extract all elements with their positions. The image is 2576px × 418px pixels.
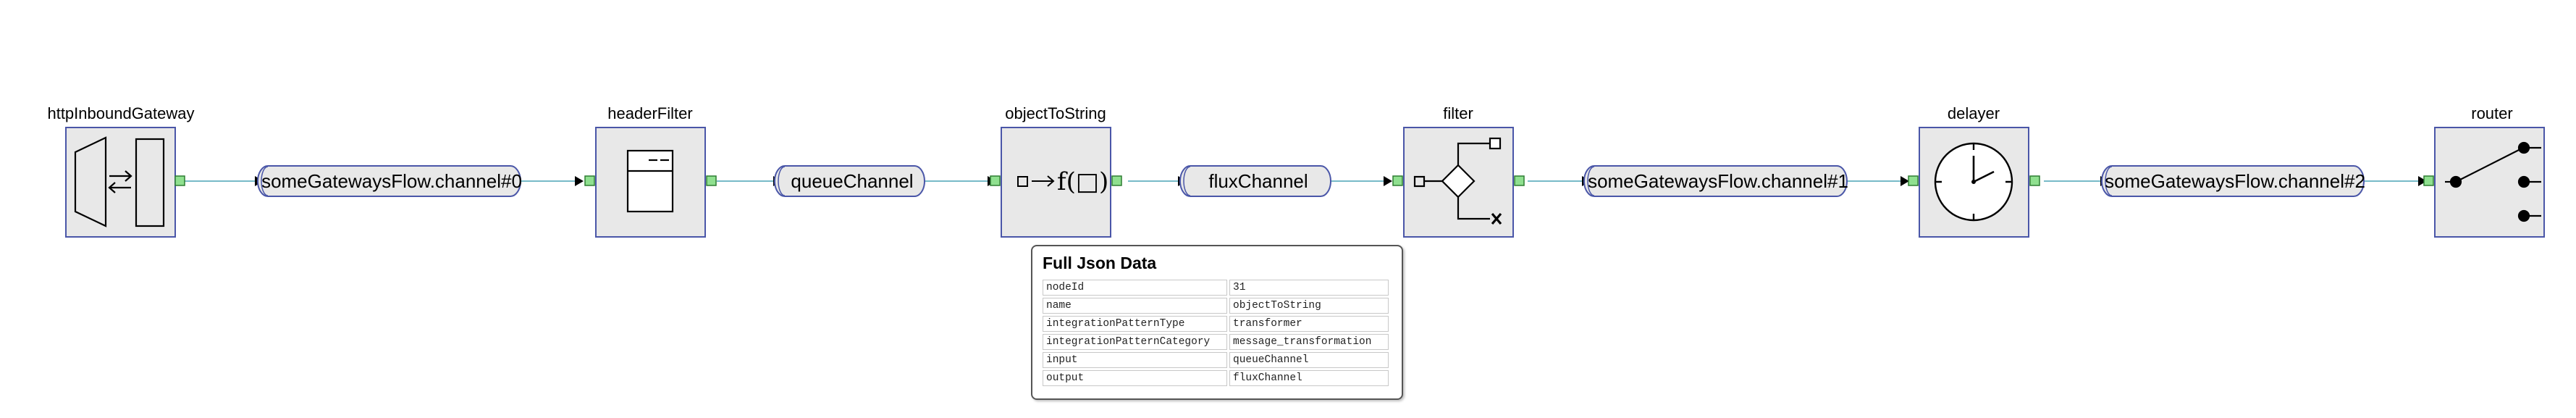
node-label: delayer bbox=[1948, 104, 2000, 122]
channel-someGatewaysFlow-channel2[interactable]: someGatewaysFlow.channel#2 bbox=[2101, 165, 2365, 197]
popup-title: Full Json Data bbox=[1043, 254, 1157, 272]
node-router[interactable]: router bbox=[2423, 104, 2545, 238]
row-value: transformer bbox=[1229, 316, 1389, 332]
channel-label: someGatewaysFlow.channel#1 bbox=[1588, 170, 1848, 192]
json-data-popup: Full Json Data nodeId 31 name objectToSt… bbox=[1031, 245, 1403, 400]
row-key: integrationPatternType bbox=[1043, 316, 1227, 332]
channel-someGatewaysFlow-channel1[interactable]: someGatewaysFlow.channel#1 bbox=[1583, 165, 1848, 197]
clock-icon bbox=[1934, 142, 2013, 222]
header-filter-icon bbox=[626, 149, 674, 213]
channel-someGatewaysFlow-channel0[interactable]: someGatewaysFlow.channel#0 bbox=[257, 165, 522, 197]
table-row: nodeId 31 bbox=[1043, 280, 1389, 296]
channel-fluxChannel[interactable]: fluxChannel bbox=[1179, 165, 1331, 197]
table-row: name objectToString bbox=[1043, 298, 1389, 314]
row-value: fluxChannel bbox=[1229, 370, 1389, 386]
node-headerFilter[interactable]: headerFilter bbox=[584, 104, 717, 238]
node-label: filter bbox=[1443, 104, 1473, 122]
node-filter[interactable]: filter bbox=[1392, 104, 1525, 238]
input-port[interactable] bbox=[1392, 175, 1403, 186]
arrow-icon bbox=[1901, 176, 1909, 186]
row-value: 31 bbox=[1229, 280, 1389, 296]
arrow-icon bbox=[1384, 176, 1392, 186]
node-objectToString[interactable]: objectToString f(□) bbox=[990, 104, 1122, 238]
table-row: output fluxChannel bbox=[1043, 370, 1389, 386]
row-value: message_transformation bbox=[1229, 334, 1389, 350]
arrow-icon bbox=[2418, 176, 2427, 186]
filter-icon bbox=[1413, 137, 1502, 225]
row-key: nodeId bbox=[1043, 280, 1227, 296]
table-row: integrationPatternCategory message_trans… bbox=[1043, 334, 1389, 350]
input-port[interactable] bbox=[1908, 175, 1919, 186]
channel-label: someGatewaysFlow.channel#2 bbox=[2105, 170, 2365, 192]
inbound-gateway-icon bbox=[74, 136, 165, 227]
router-switch-icon bbox=[2445, 141, 2541, 222]
input-port[interactable] bbox=[2423, 175, 2434, 186]
channel-label: fluxChannel bbox=[1208, 170, 1308, 192]
row-key: integrationPatternCategory bbox=[1043, 334, 1227, 350]
output-port[interactable] bbox=[174, 175, 185, 186]
output-port[interactable] bbox=[1111, 175, 1122, 186]
node-label: router bbox=[2471, 104, 2512, 122]
table-row: input queueChannel bbox=[1043, 352, 1389, 368]
input-port[interactable] bbox=[990, 175, 1001, 186]
output-port[interactable] bbox=[706, 175, 717, 186]
table-row: integrationPatternType transformer bbox=[1043, 316, 1389, 332]
node-httpInboundGateway[interactable]: httpInboundGateway bbox=[47, 104, 195, 238]
transformer-icon: f(□) bbox=[1017, 167, 1108, 196]
row-value: queueChannel bbox=[1229, 352, 1389, 368]
transformer-glyph: f(□) bbox=[1057, 167, 1108, 196]
row-key: output bbox=[1043, 370, 1227, 386]
json-data-table: nodeId 31 name objectToString integratio… bbox=[1040, 277, 1391, 388]
output-port[interactable] bbox=[1514, 175, 1525, 186]
node-label: headerFilter bbox=[607, 104, 692, 122]
node-label: objectToString bbox=[1005, 104, 1106, 122]
channel-label: queueChannel bbox=[791, 170, 913, 192]
input-port[interactable] bbox=[584, 175, 595, 186]
output-port[interactable] bbox=[2029, 175, 2040, 186]
node-label: httpInboundGateway bbox=[47, 104, 194, 122]
row-key: input bbox=[1043, 352, 1227, 368]
row-key: name bbox=[1043, 298, 1227, 314]
node-delayer[interactable]: delayer bbox=[1908, 104, 2040, 238]
row-value: objectToString bbox=[1229, 298, 1389, 314]
arrow-icon bbox=[575, 176, 584, 186]
channel-queueChannel[interactable]: queueChannel bbox=[774, 165, 925, 197]
channel-label: someGatewaysFlow.channel#0 bbox=[261, 170, 522, 192]
